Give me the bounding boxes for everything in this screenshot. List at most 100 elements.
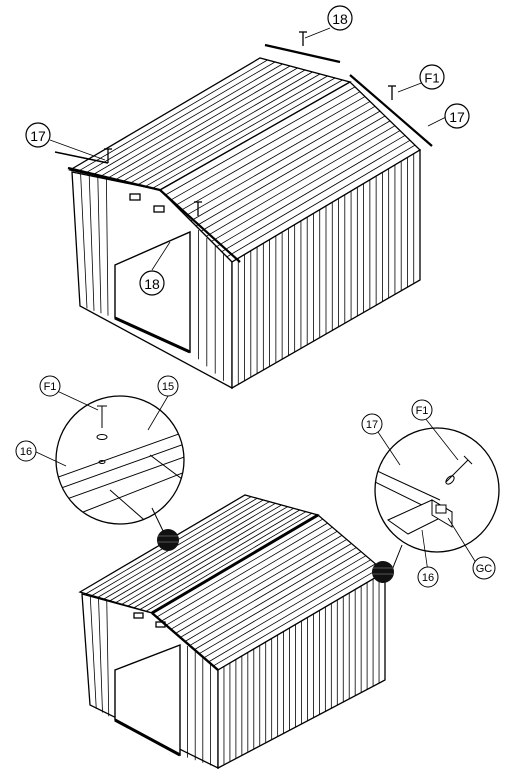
roof-rib: [137, 75, 328, 186]
vent-right-bottom: [155, 621, 166, 628]
roof-rib: [198, 555, 367, 655]
callout-17-top-left: 17: [25, 122, 51, 148]
callout-17-top-right: 17: [444, 103, 470, 129]
roof-rib: [200, 120, 391, 232]
zoom-marker-icon: [157, 529, 179, 551]
door-sill: [114, 316, 191, 354]
svg-text:17: 17: [30, 128, 46, 144]
roof-rib: [109, 502, 276, 602]
washer-icon: [445, 475, 455, 485]
roof-rib: [107, 67, 298, 179]
callout-17-detail-right: 17: [361, 413, 383, 435]
screw-icon: [96, 405, 108, 464]
roof-rib: [226, 144, 416, 258]
wall-rib: [106, 599, 110, 717]
roof-rib: [99, 65, 291, 178]
svg-text:16: 16: [422, 572, 434, 584]
roof-rib: [216, 135, 406, 247]
roof-rib: [206, 125, 396, 237]
callout-f1-top: F1: [419, 64, 445, 90]
wall-rib: [89, 595, 97, 709]
callout-15-detail-left: 15: [157, 375, 179, 397]
callout-gc-detail-right: GC: [472, 556, 496, 580]
roof-rib: [114, 69, 306, 181]
roof-rib: [156, 518, 323, 618]
wall-rib: [80, 173, 88, 309]
roof-rib: [211, 130, 401, 242]
svg-text:17: 17: [366, 419, 378, 431]
callout-16-detail-right: 16: [417, 566, 439, 588]
roof-rib: [213, 567, 381, 667]
wall-corrugation-bottom: [89, 575, 380, 766]
wall-corrugation: [80, 153, 415, 385]
screw-icon: [445, 455, 473, 485]
roof-rib: [97, 499, 264, 598]
roof-rib: [189, 547, 357, 646]
roof-rib: [175, 96, 366, 206]
shed-top-view: [49, 27, 447, 390]
svg-text:F1: F1: [44, 381, 57, 393]
svg-text:F1: F1: [424, 71, 439, 86]
gable-cap: [435, 504, 447, 514]
roof-rib: [84, 61, 276, 174]
roof-rib: [195, 115, 386, 227]
roof-rib: [133, 509, 300, 609]
roof-rib: [161, 522, 328, 622]
roof-rib: [92, 63, 283, 176]
roof-rib: [139, 511, 307, 610]
washer-icon: [96, 434, 108, 440]
screw-icon: [104, 148, 112, 163]
roof-rib: [170, 91, 361, 201]
roof-rib: [190, 110, 381, 222]
roof-rib: [165, 526, 333, 626]
roof-rib: [184, 543, 352, 642]
wall-rib: [88, 175, 95, 311]
svg-text:GC: GC: [476, 563, 493, 575]
roof-rib: [203, 559, 371, 659]
detail-circle-left: [33, 389, 185, 525]
gable-trim-front: [159, 189, 241, 263]
side-trim-part: [349, 74, 433, 147]
screw-icon: [299, 31, 307, 46]
vent-left: [129, 193, 141, 201]
callout-18-gable: 18: [139, 270, 165, 296]
callout-f1-detail-right: F1: [411, 399, 433, 421]
roof-rib: [103, 501, 270, 600]
vent-right: [153, 205, 165, 213]
svg-text:15: 15: [162, 381, 174, 393]
ridge-cap-part: [264, 43, 341, 64]
zoom-marker-icon: [372, 561, 394, 583]
roof-rib: [77, 59, 268, 173]
roof-rib: [152, 79, 343, 189]
wall-rib: [98, 597, 103, 713]
screw-icon: [388, 85, 396, 100]
svg-text:18: 18: [332, 11, 348, 27]
roof-rib: [194, 551, 362, 650]
vent-left-bottom: [133, 612, 144, 619]
roof-rib: [122, 71, 313, 183]
svg-text:F1: F1: [416, 405, 429, 417]
roof-rib: [115, 504, 282, 603]
roof-rib: [170, 530, 338, 630]
callout-18-top: 18: [327, 5, 353, 31]
roof-corrugation: [77, 59, 416, 258]
front-trim-part: [54, 151, 109, 164]
detail-circle-right: [374, 417, 500, 573]
roof-rib: [144, 77, 336, 188]
roof-rib: [221, 139, 411, 253]
roof-rib: [145, 512, 313, 612]
roof-rib: [175, 535, 343, 634]
roof-rib: [127, 507, 294, 607]
callout-16-detail-left: 16: [15, 440, 37, 462]
screw-icon: [194, 201, 202, 216]
svg-text:17: 17: [449, 109, 465, 125]
svg-text:18: 18: [144, 276, 160, 292]
roof-rib: [185, 105, 376, 217]
roof-corrugation-bottom: [85, 496, 381, 667]
roof-rib: [208, 563, 376, 663]
roof-rib: [180, 101, 371, 211]
roof-rib: [129, 73, 321, 184]
callout-f1-detail-left: F1: [39, 375, 61, 397]
roof-rib: [180, 539, 347, 638]
shed-bottom-view: [78, 494, 387, 770]
